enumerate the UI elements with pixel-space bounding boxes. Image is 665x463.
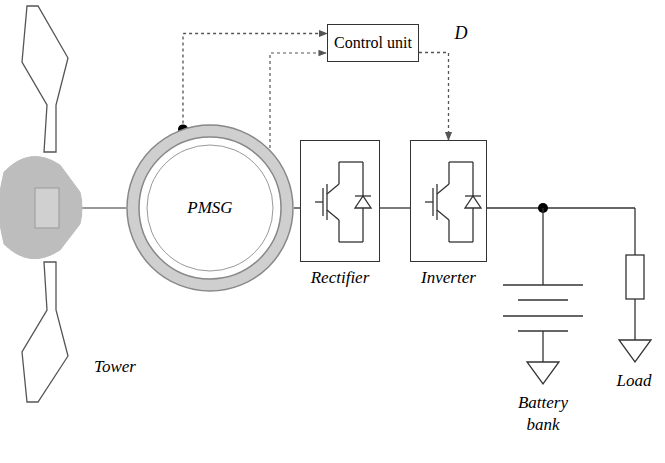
- blade: [22, 6, 68, 152]
- converter-label: Inverter: [380, 268, 517, 288]
- converter-outline: [300, 140, 380, 262]
- signal-name: D: [455, 23, 468, 44]
- tower-label: Tower: [80, 356, 150, 378]
- signal-line: [183, 34, 327, 130]
- power-wire: [380, 207, 410, 208]
- wire: [634, 299, 635, 340]
- wire: [487, 207, 635, 208]
- converter-label: Rectifier: [270, 268, 410, 288]
- wire: [542, 331, 543, 362]
- ground-symbol: [527, 362, 559, 384]
- igbt-symbol: [301, 141, 381, 263]
- control-box: Control unit: [327, 24, 419, 62]
- blade: [22, 262, 68, 402]
- hub: [0, 156, 82, 258]
- box-label: Control unit: [334, 34, 412, 52]
- inverter-box: Inverter: [410, 140, 487, 262]
- wire: [634, 208, 635, 255]
- load-label: Load: [605, 370, 663, 392]
- generator-circle: PMSG: [125, 123, 295, 293]
- generator-label: PMSG: [187, 198, 232, 218]
- signal-line: [419, 53, 449, 141]
- battery-plate: [518, 299, 568, 301]
- hub-cap: [35, 188, 59, 228]
- battery-label: Battery bank: [505, 392, 581, 436]
- wire: [542, 208, 543, 285]
- converter-outline: [410, 140, 487, 262]
- ground-symbol: [619, 340, 651, 362]
- battery-plate: [503, 284, 583, 286]
- igbt-symbol: [411, 141, 488, 263]
- rectifier-box: Rectifier: [300, 140, 380, 262]
- battery-plate: [503, 315, 583, 317]
- resistor-symbol: [626, 255, 644, 299]
